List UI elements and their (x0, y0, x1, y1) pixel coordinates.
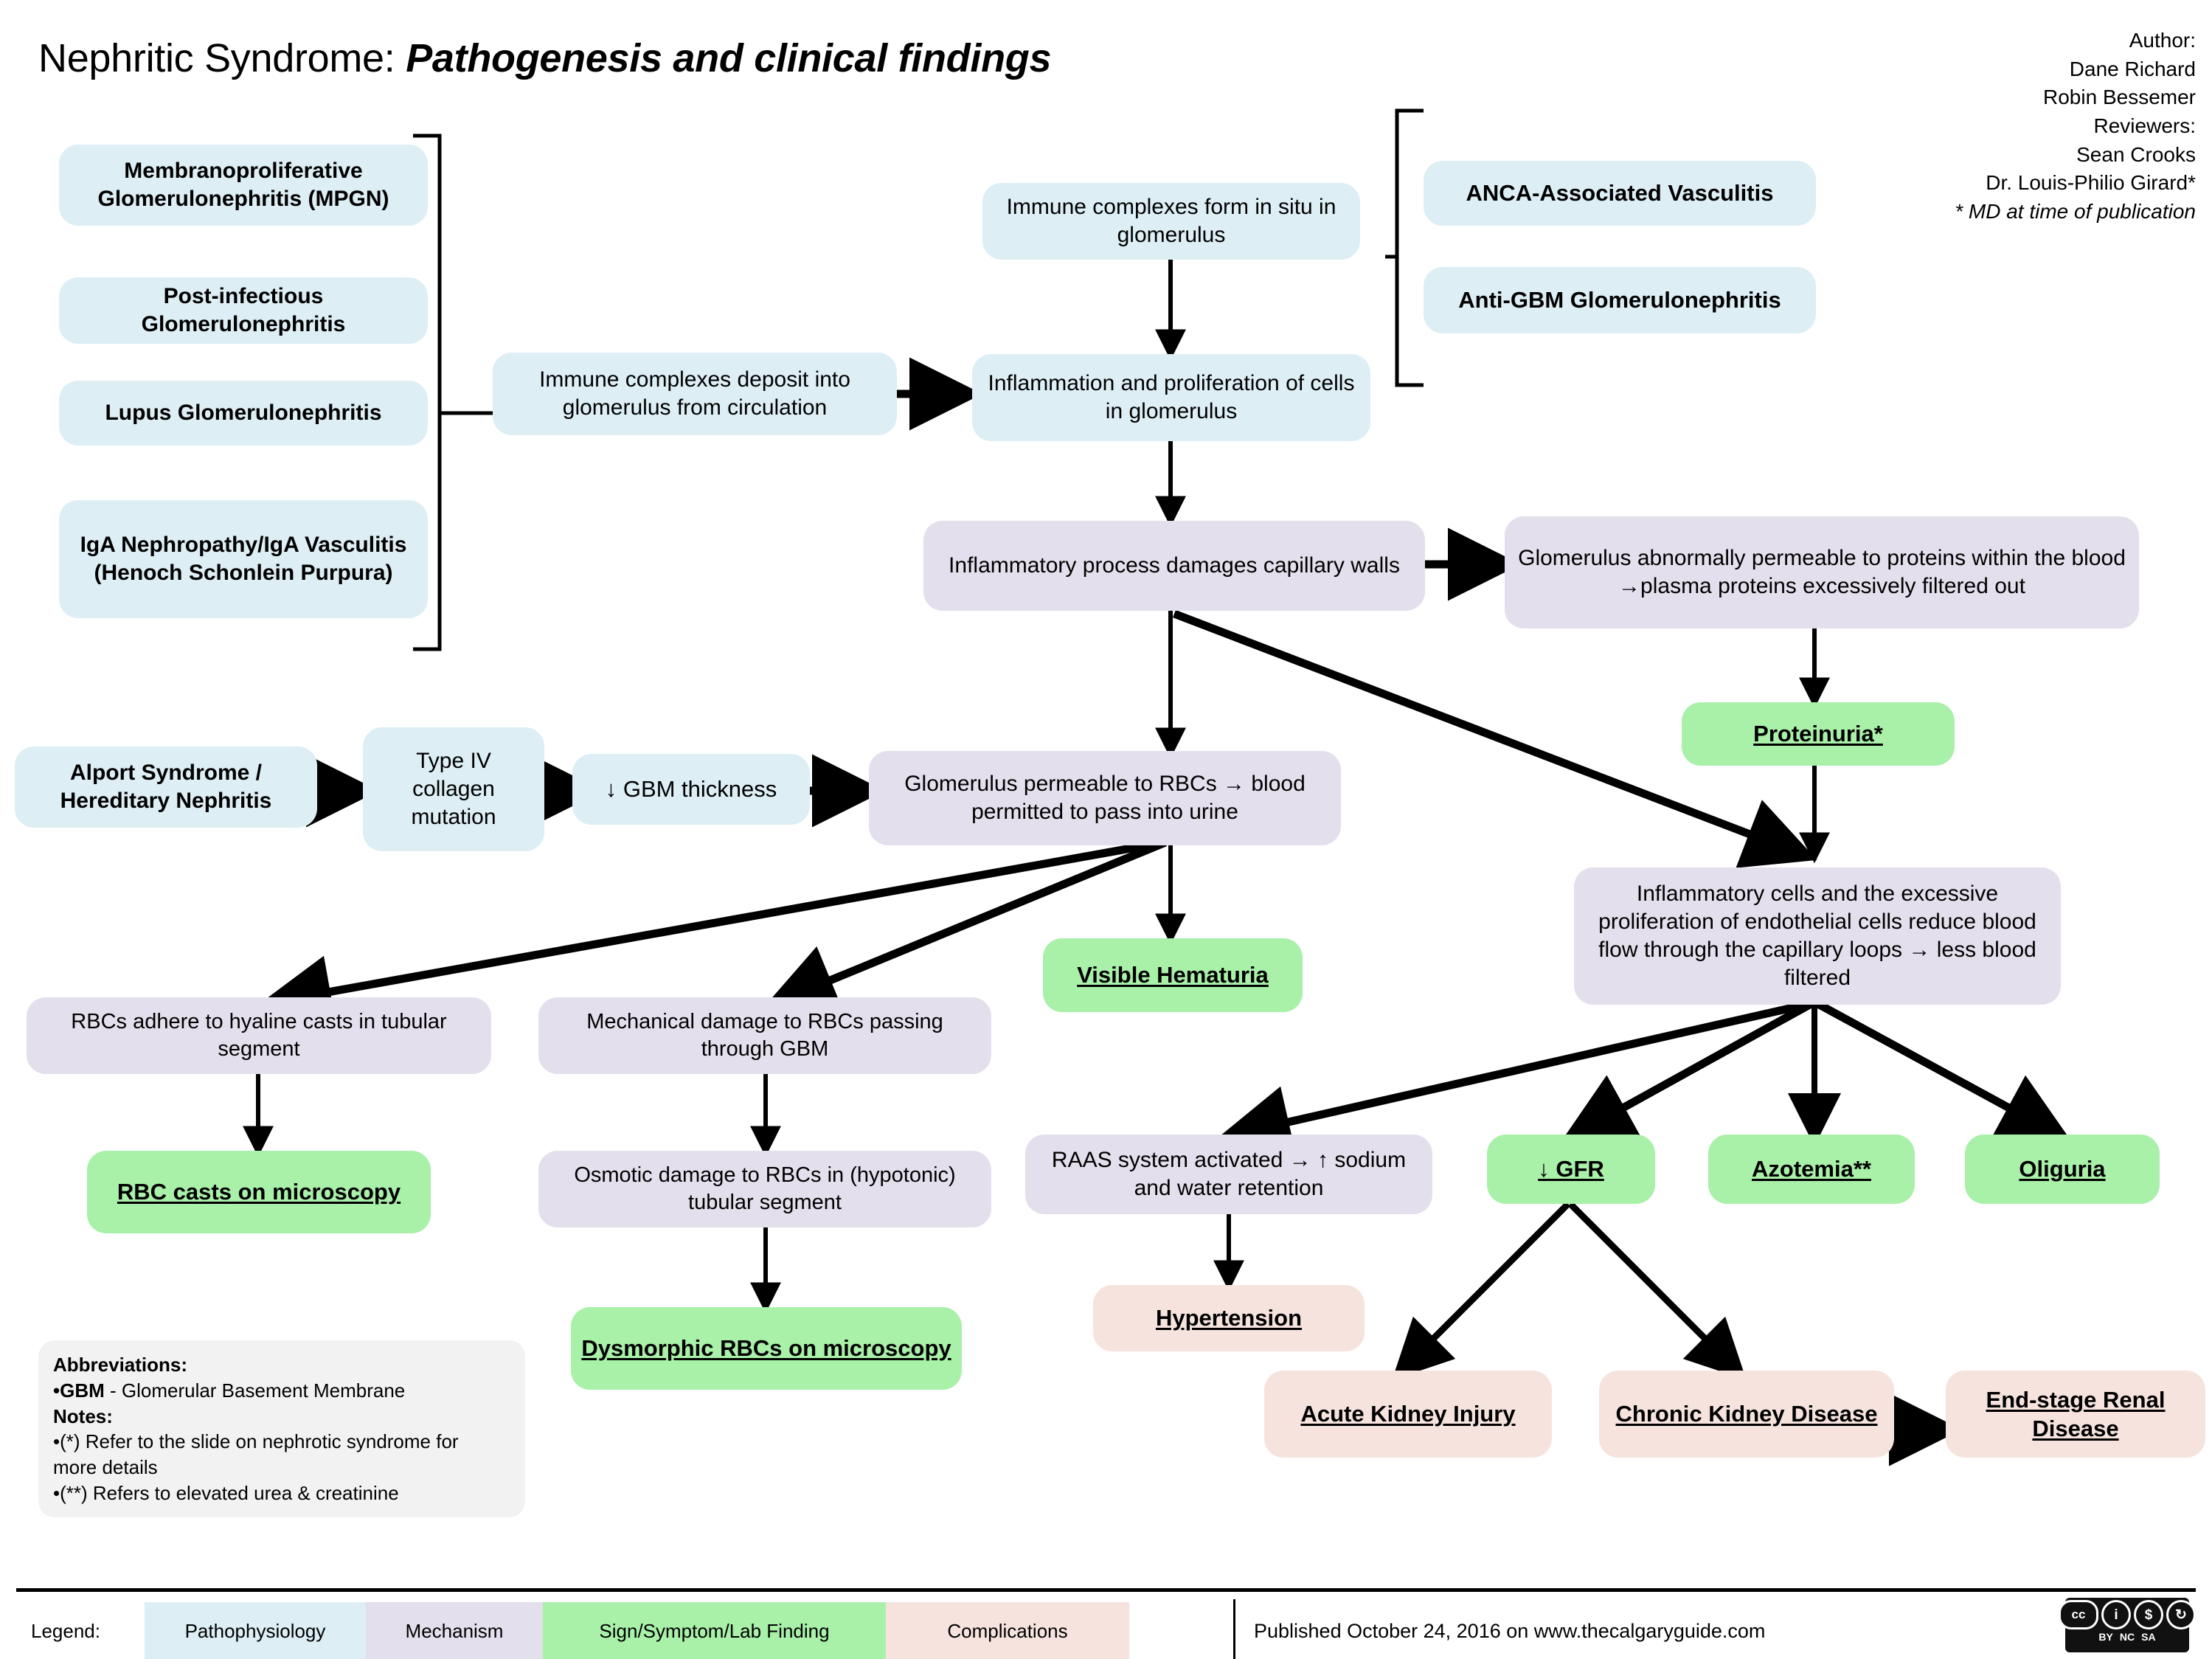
node-visible-hematuria[interactable]: Visible Hematuria (1043, 938, 1303, 1012)
abbreviations-notes-box: Abbreviations: •GBM - Glomerular Basemen… (38, 1340, 525, 1517)
note-item-1-continued: more details (53, 1456, 158, 1479)
legend-swatch-mechanism: Mechanism (366, 1602, 543, 1659)
abbreviation-gbm-definition: - Glomerular Basement Membrane (104, 1379, 406, 1402)
creative-commons-license-icon[interactable]: cc i $ ↻ BY NC SA (2059, 1598, 2196, 1652)
legend-swatch-pathophysiology: Pathophysiology (145, 1602, 366, 1659)
published-text: Published October 24, 2016 on www.thecal… (1254, 1619, 1766, 1642)
node-anca-vasculitis[interactable]: ANCA-Associated Vasculitis (1424, 161, 1816, 226)
note-item-1: •(*) Refer to the slide on nephrotic syn… (53, 1430, 459, 1453)
node-inflammatory-cells-reduce-flow[interactable]: Inflammatory cells and the excessive pro… (1574, 867, 2061, 1005)
abbreviation-gbm: •GBM - Glomerular Basement Membrane (53, 1378, 510, 1404)
credits-block: Author: Dane Richard Robin Bessemer Revi… (1955, 27, 2196, 226)
node-azotemia[interactable]: Azotemia** (1708, 1135, 1915, 1204)
legend-divider (1233, 1599, 1235, 1659)
node-rbc-casts-microscopy[interactable]: RBC casts on microscopy (87, 1151, 431, 1233)
footer-divider (16, 1588, 2196, 1592)
node-gbm-thickness[interactable]: ↓ GBM thickness (572, 754, 810, 825)
note-item-2: •(**) Refers to elevated urea & creatini… (53, 1482, 399, 1505)
node-oliguria[interactable]: Oliguria (1965, 1135, 2160, 1204)
node-type-iv-collagen-mutation[interactable]: Type IV collagen mutation (363, 727, 544, 851)
node-hypertension[interactable]: Hypertension (1093, 1285, 1365, 1351)
node-decreased-gfr[interactable]: ↓ GFR (1487, 1135, 1655, 1204)
node-iga-nephropathy[interactable]: IgA Nephropathy/IgA Vasculitis (Henoch S… (59, 500, 428, 618)
node-end-stage-renal-disease[interactable]: End-stage Renal Disease (1946, 1371, 2205, 1458)
legend-swatch-mechanism-label: Mechanism (405, 1619, 504, 1642)
legend-swatch-sign-symptom: Sign/Symptom/Lab Finding (543, 1602, 886, 1659)
node-immune-complex-in-situ[interactable]: Immune complexes form in situ in glomeru… (982, 183, 1360, 260)
legend-label: Legend: (31, 1619, 100, 1642)
cc-sa-icon: ↻ (2166, 1600, 2196, 1629)
abbreviation-gbm-term: •GBM (53, 1379, 105, 1402)
page-title: Nephritic Syndrome: Pathogenesis and cli… (38, 35, 1051, 81)
node-lupus-gn[interactable]: Lupus Glomerulonephritis (59, 381, 428, 446)
cc-logo-icon: cc (2059, 1600, 2098, 1629)
node-raas-activated[interactable]: RAAS system activated → ↑ sodium and wat… (1025, 1135, 1432, 1214)
author-name-1: Dane Richard (2069, 57, 2196, 80)
node-inflammation-proliferation[interactable]: Inflammation and proliferation of cells … (972, 354, 1370, 441)
notes-label: Notes: (53, 1405, 113, 1427)
cc-by-label: BY (2098, 1631, 2113, 1643)
node-protein-permeable[interactable]: Glomerulus abnormally permeable to prote… (1505, 516, 2139, 628)
credits-footnote: * MD at time of publication (1955, 199, 2196, 223)
reviewer-name-1: Sean Crooks (2076, 142, 2196, 166)
legend-swatch-pathophysiology-label: Pathophysiology (184, 1619, 326, 1642)
node-osmotic-damage-rbcs[interactable]: Osmotic damage to RBCs in (hypotonic) tu… (538, 1151, 991, 1227)
page-title-emphasis: Pathogenesis and clinical findings (406, 36, 1052, 80)
legend-swatch-complications-label: Complications (947, 1619, 1068, 1642)
legend-swatch-complications: Complications (886, 1602, 1129, 1659)
node-proteinuria[interactable]: Proteinuria* (1682, 702, 1955, 766)
node-mechanical-damage-rbcs[interactable]: Mechanical damage to RBCs passing throug… (538, 997, 991, 1074)
cc-nc-icon: $ (2134, 1600, 2163, 1629)
legend-swatch-sign-symptom-label: Sign/Symptom/Lab Finding (599, 1619, 830, 1642)
author-label: Author: (2129, 29, 2196, 52)
reviewers-label: Reviewers: (2093, 114, 2196, 137)
node-alport-syndrome[interactable]: Alport Syndrome / Hereditary Nephritis (15, 747, 317, 828)
abbreviations-label: Abbreviations: (53, 1354, 188, 1376)
node-mpgn[interactable]: Membranoproliferative Glomerulonephritis… (59, 145, 428, 226)
node-chronic-kidney-disease[interactable]: Chronic Kidney Disease (1599, 1371, 1894, 1458)
cc-sa-label: SA (2141, 1631, 2156, 1643)
node-immune-complex-deposit[interactable]: Immune complexes deposit into glomerulus… (493, 353, 897, 435)
node-anti-gbm-gn[interactable]: Anti-GBM Glomerulonephritis (1424, 267, 1816, 333)
node-acute-kidney-injury[interactable]: Acute Kidney Injury (1264, 1371, 1552, 1458)
author-name-2: Robin Bessemer (2043, 86, 2196, 109)
reviewer-name-2: Dr. Louis-Philio Girard* (1986, 171, 2196, 195)
page-title-plain: Nephritic Syndrome: (38, 36, 406, 80)
node-post-infectious-gn[interactable]: Post-infectious Glomerulonephritis (59, 277, 428, 344)
cc-by-icon: i (2101, 1600, 2131, 1629)
node-dysmorphic-rbcs-microscopy[interactable]: Dysmorphic RBCs on microscopy (571, 1307, 962, 1390)
node-glomerulus-permeable-rbcs[interactable]: Glomerulus permeable to RBCs → blood per… (869, 751, 1341, 845)
cc-nc-label: NC (2119, 1631, 2135, 1643)
node-capillary-wall-damage[interactable]: Inflammatory process damages capillary w… (923, 521, 1425, 611)
node-rbcs-adhere-hyaline-casts[interactable]: RBCs adhere to hyaline casts in tubular … (27, 997, 491, 1074)
